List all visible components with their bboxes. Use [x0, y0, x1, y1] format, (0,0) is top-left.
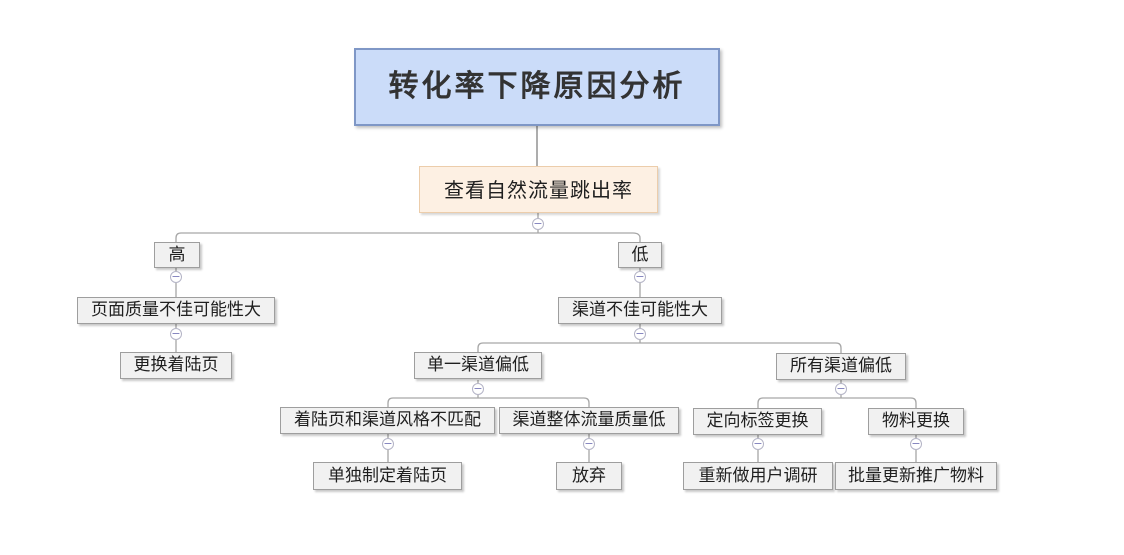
collapse-minus-icon[interactable]: −: [634, 327, 646, 340]
node-low[interactable]: 低: [618, 242, 662, 268]
collapse-minus-icon[interactable]: −: [583, 437, 595, 450]
node-channel-traffic-quality-low[interactable]: 渠道整体流量质量低: [499, 407, 679, 434]
collapse-minus-icon[interactable]: −: [752, 437, 764, 450]
node-batch-update-promo-materials[interactable]: 批量更新推广物料: [835, 462, 997, 490]
collapse-minus-icon[interactable]: −: [472, 382, 484, 395]
collapse-minus-icon[interactable]: −: [835, 382, 847, 395]
collapse-minus-icon[interactable]: −: [382, 437, 394, 450]
node-single-channel-low[interactable]: 单一渠道偏低: [414, 352, 542, 379]
node-redo-user-research[interactable]: 重新做用户调研: [683, 462, 833, 490]
node-check-bounce-rate[interactable]: 查看自然流量跳出率: [419, 166, 658, 213]
node-replace-materials[interactable]: 物料更换: [868, 408, 964, 435]
branch-lines: [175, 213, 917, 462]
node-page-quality-issue[interactable]: 页面质量不佳可能性大: [77, 297, 275, 324]
node-replace-targeting-tags[interactable]: 定向标签更换: [693, 408, 822, 435]
node-all-channels-low[interactable]: 所有渠道偏低: [776, 353, 906, 380]
node-high[interactable]: 高: [154, 242, 200, 268]
collapse-minus-icon[interactable]: −: [170, 327, 182, 340]
collapse-minus-icon[interactable]: −: [634, 270, 646, 283]
node-replace-landing-page[interactable]: 更换着陆页: [120, 352, 232, 379]
collapse-minus-icon[interactable]: −: [170, 270, 182, 283]
node-channel-issue[interactable]: 渠道不佳可能性大: [558, 297, 722, 324]
node-root[interactable]: 转化率下降原因分析: [354, 48, 720, 126]
collapse-minus-icon[interactable]: −: [910, 437, 922, 450]
node-landing-style-mismatch[interactable]: 着陆页和渠道风格不匹配: [280, 407, 495, 434]
collapse-minus-icon[interactable]: −: [532, 217, 544, 230]
node-give-up[interactable]: 放弃: [556, 462, 622, 490]
node-create-dedicated-landing-page[interactable]: 单独制定着陆页: [313, 462, 462, 490]
